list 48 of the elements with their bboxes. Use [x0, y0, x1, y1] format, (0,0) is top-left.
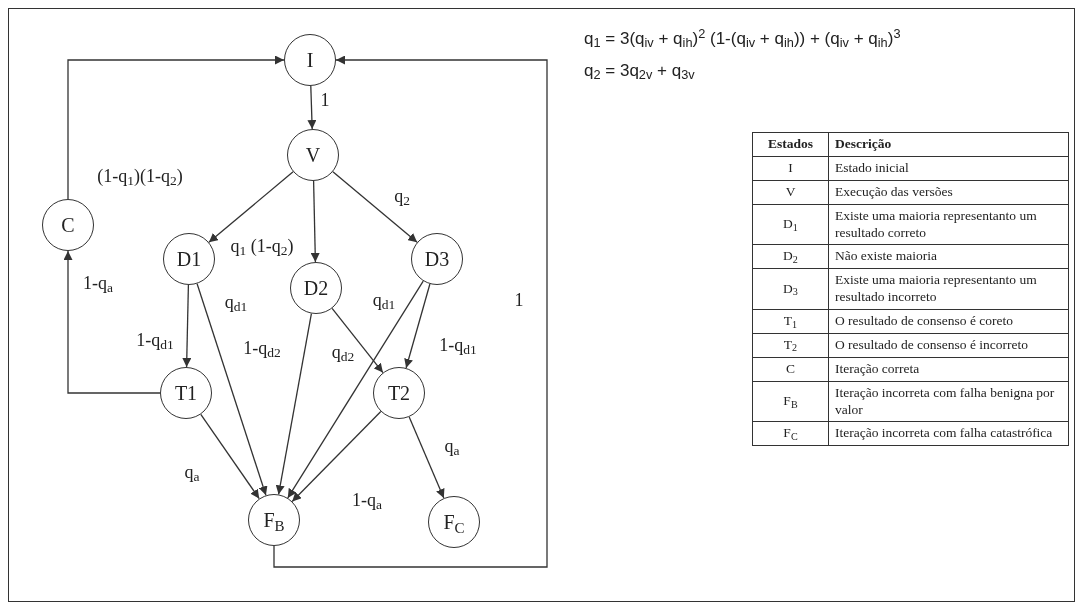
table-cell: Iteração incorreta com falha benigna por valor [828, 381, 1069, 422]
table-cell: Estado inicial [828, 156, 1069, 181]
table-cell: Não existe maioria [828, 244, 1069, 269]
arrow [63, 250, 161, 394]
arrow [196, 283, 268, 496]
table-cell: D$_{1}$ [752, 204, 829, 245]
table-cell: F$_{B}$ [752, 381, 829, 422]
arrow [208, 171, 294, 243]
edge-label: 1-q$_{d1}$ [438, 336, 478, 354]
edge-label: 1-q$_{d2}$ [242, 339, 282, 357]
arrow [307, 85, 317, 130]
table-cell: O resultado de consenso é incorreto [828, 333, 1069, 358]
table-cell: Iteração incorreta com falha catastrófica [828, 421, 1069, 446]
edge-label: 1-q$_{a}$ [351, 491, 383, 509]
table-cell: Existe uma maioria representanto um resultado correto [828, 204, 1069, 245]
table-cell: F$_{C}$ [752, 421, 829, 446]
arrow [200, 413, 260, 500]
arrow [273, 55, 548, 568]
table-cell: D$_{3}$ [752, 268, 829, 310]
arrow [67, 55, 285, 200]
edge-label: 1 [319, 91, 331, 109]
table-cell: I [752, 156, 829, 181]
edge-label: 1-q$_{a}$ [82, 274, 114, 292]
table-cell: Descrição [828, 132, 1069, 157]
table-cell: Estados [752, 132, 829, 157]
edge-label: (1-q$_{1}$)(1-q$_{2}$) [96, 167, 184, 185]
equation: q$_{1}$ = 3(q$_{iv}$ + q$_{ih}$)$^{2}$ (1-(q$_{iv}$ + q$_{ih}$)) + (q$_{iv}$ + q$_{ih}$)$^{3}$ [584, 26, 901, 52]
table-cell: C [752, 357, 829, 382]
arrow [275, 312, 313, 496]
arrow [332, 171, 418, 243]
arrow [331, 307, 384, 374]
table-cell: T$_{2}$ [752, 333, 829, 358]
edge-label: 1 [513, 291, 525, 309]
table-cell: Iteração correta [828, 357, 1069, 382]
arrow [310, 180, 320, 263]
table-cell: Existe uma maioria representanto um resultado incorreto [828, 268, 1069, 310]
arrow [182, 284, 192, 368]
table-cell: T$_{1}$ [752, 309, 829, 334]
table-cell: Execução das versões [828, 180, 1069, 205]
edge-label: q$_{1}$ (1-q$_{2}$) [229, 237, 295, 255]
arrow [287, 280, 424, 499]
edge-label: 1-q$_{d1}$ [135, 331, 175, 349]
equation: q$_{2}$ = 3q$_{2v}$ + q$_{3v}$ [584, 59, 696, 83]
arrow [291, 410, 382, 503]
table-cell: O resultado de consenso é coreto [828, 309, 1069, 334]
arrow [404, 283, 431, 369]
table-cell: D$_{2}$ [752, 244, 829, 269]
table-cell: V [752, 180, 829, 205]
